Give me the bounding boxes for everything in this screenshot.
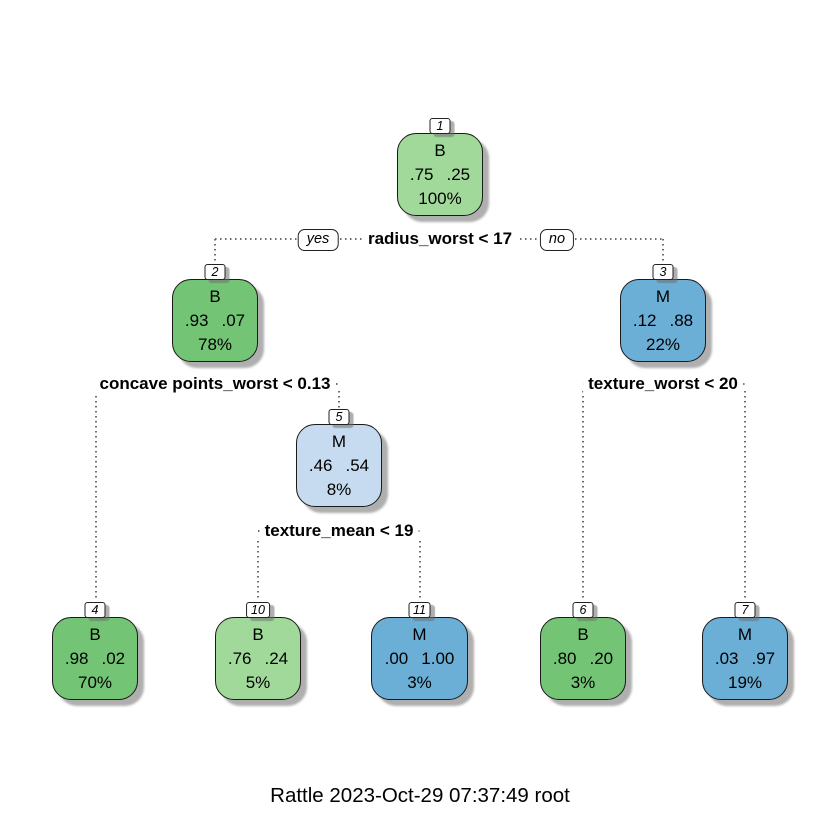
node-7-number-badge: 7 <box>734 602 756 618</box>
node-10-number-badge: 10 <box>246 602 270 618</box>
node-7-probs: .03.97 <box>714 649 776 668</box>
branch-line-node5-to-node11 <box>419 541 421 601</box>
tree-node-6: B .80.20 3% 6 <box>540 602 626 700</box>
node-5-number-badge: 5 <box>328 409 350 425</box>
node-6-box: B .80.20 3% <box>540 617 626 700</box>
node-5-percent: 8% <box>326 480 352 499</box>
node-1-percent: 100% <box>418 189 462 208</box>
node-5-class: M <box>331 432 347 451</box>
node-7-box: M .03.97 19% <box>702 617 788 700</box>
node-4-probs: .98.02 <box>64 649 126 668</box>
node-2-percent: 78% <box>197 335 233 354</box>
edge-label-no: no <box>539 229 575 251</box>
tree-node-1: B .75.25 100% 1 <box>397 118 483 216</box>
node-6-percent: 3% <box>570 673 596 692</box>
branch-line-root-to-node2 <box>214 239 216 263</box>
node-11-class: M <box>412 625 427 644</box>
node-2-number-badge: 2 <box>204 264 226 280</box>
tree-node-3: M .12.88 22% 3 <box>620 264 706 362</box>
node-7-class: M <box>737 625 753 644</box>
tree-node-7: M .03.97 19% 7 <box>702 602 788 700</box>
branch-line-node3-to-node6 <box>582 391 584 601</box>
node-10-percent: 5% <box>245 673 271 692</box>
split-label-texture-mean: texture_mean < 19 <box>259 520 419 541</box>
split-label-concave-points: concave points_worst < 0.13 <box>94 373 336 394</box>
node-3-probs: .12.88 <box>632 311 694 330</box>
node-2-probs: .93.07 <box>184 311 246 330</box>
tree-node-10: B .76.24 5% 10 <box>215 602 301 700</box>
edge-label-yes: yes <box>297 229 339 251</box>
split-label-radius-worst: radius_worst < 17 <box>362 228 518 249</box>
tree-node-5: M .46.54 8% 5 <box>296 409 382 507</box>
node-4-number-badge: 4 <box>84 602 106 618</box>
split-label-texture-worst: texture_worst < 20 <box>583 373 743 394</box>
tree-node-4: B .98.02 70% 4 <box>52 602 138 700</box>
branch-line-node2-to-node5 <box>338 391 340 410</box>
node-10-probs: .76.24 <box>227 649 289 668</box>
branch-line-root-to-node3 <box>662 239 664 263</box>
branch-line-node5-to-node10 <box>257 541 259 601</box>
node-4-percent: 70% <box>77 673 113 692</box>
branch-line-node2-to-node4 <box>95 391 97 601</box>
node-4-box: B .98.02 70% <box>52 617 138 700</box>
node-3-number-badge: 3 <box>652 264 674 280</box>
node-5-probs: .46.54 <box>308 456 370 475</box>
node-3-percent: 22% <box>645 335 681 354</box>
node-10-box: B .76.24 5% <box>215 617 301 700</box>
node-3-class: M <box>655 287 671 306</box>
plot-caption: Rattle 2023-Oct-29 07:37:49 root <box>270 784 570 807</box>
node-6-probs: .80.20 <box>552 649 614 668</box>
node-11-number-badge: 11 <box>408 602 431 618</box>
node-7-percent: 19% <box>727 673 763 692</box>
node-6-number-badge: 6 <box>572 602 594 618</box>
node-1-class: B <box>434 141 446 160</box>
node-2-class: B <box>209 287 221 306</box>
node-10-class: B <box>252 625 264 644</box>
node-1-probs: .75.25 <box>409 165 471 184</box>
node-3-box: M .12.88 22% <box>620 279 706 362</box>
node-1-number-badge: 1 <box>429 118 451 134</box>
tree-node-2: B .93.07 78% 2 <box>172 264 258 362</box>
branch-line-node3-to-node7 <box>744 391 746 601</box>
node-5-box: M .46.54 8% <box>296 424 382 507</box>
node-6-class: B <box>577 625 589 644</box>
node-2-box: B .93.07 78% <box>172 279 258 362</box>
node-11-percent: 3% <box>407 673 432 692</box>
node-4-class: B <box>89 625 101 644</box>
node-1-box: B .75.25 100% <box>397 133 483 216</box>
